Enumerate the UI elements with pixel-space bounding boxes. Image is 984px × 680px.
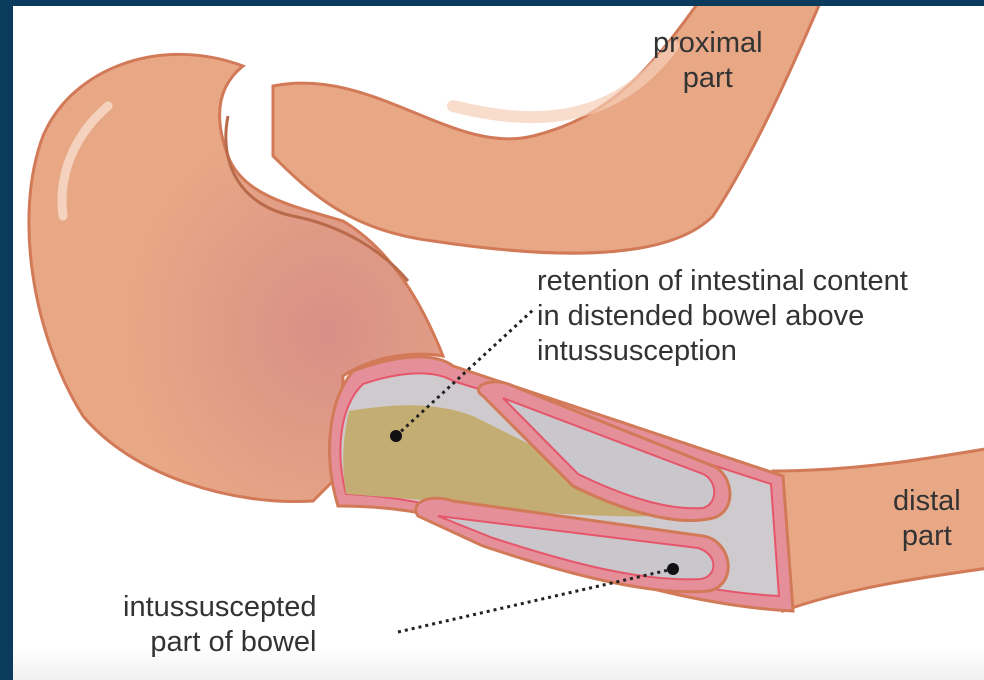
label-proximal-line2: part bbox=[653, 61, 763, 96]
label-intussuscepted-line2: part of bowel bbox=[123, 625, 316, 660]
label-distal-part: distal part bbox=[893, 484, 961, 554]
label-retention-line2: in distended bowel above bbox=[537, 299, 908, 334]
label-retention: retention of intestinal content in diste… bbox=[537, 264, 908, 369]
label-intussuscepted: intussuscepted part of bowel bbox=[123, 590, 316, 660]
label-distal-line1: distal bbox=[893, 484, 961, 519]
label-retention-line3: intussusception bbox=[537, 334, 908, 369]
leader-retention-dot bbox=[390, 430, 402, 442]
leader-intussuscepted-dot bbox=[667, 563, 679, 575]
leader-intussuscepted bbox=[398, 569, 673, 632]
label-retention-line1: retention of intestinal content bbox=[537, 264, 908, 299]
label-intussuscepted-line1: intussuscepted bbox=[123, 590, 316, 625]
label-proximal-part: proximal part bbox=[653, 26, 763, 96]
label-distal-line2: part bbox=[893, 519, 961, 554]
diagram-panel: proximal part retention of intestinal co… bbox=[13, 6, 984, 680]
label-proximal-line1: proximal bbox=[653, 26, 763, 61]
